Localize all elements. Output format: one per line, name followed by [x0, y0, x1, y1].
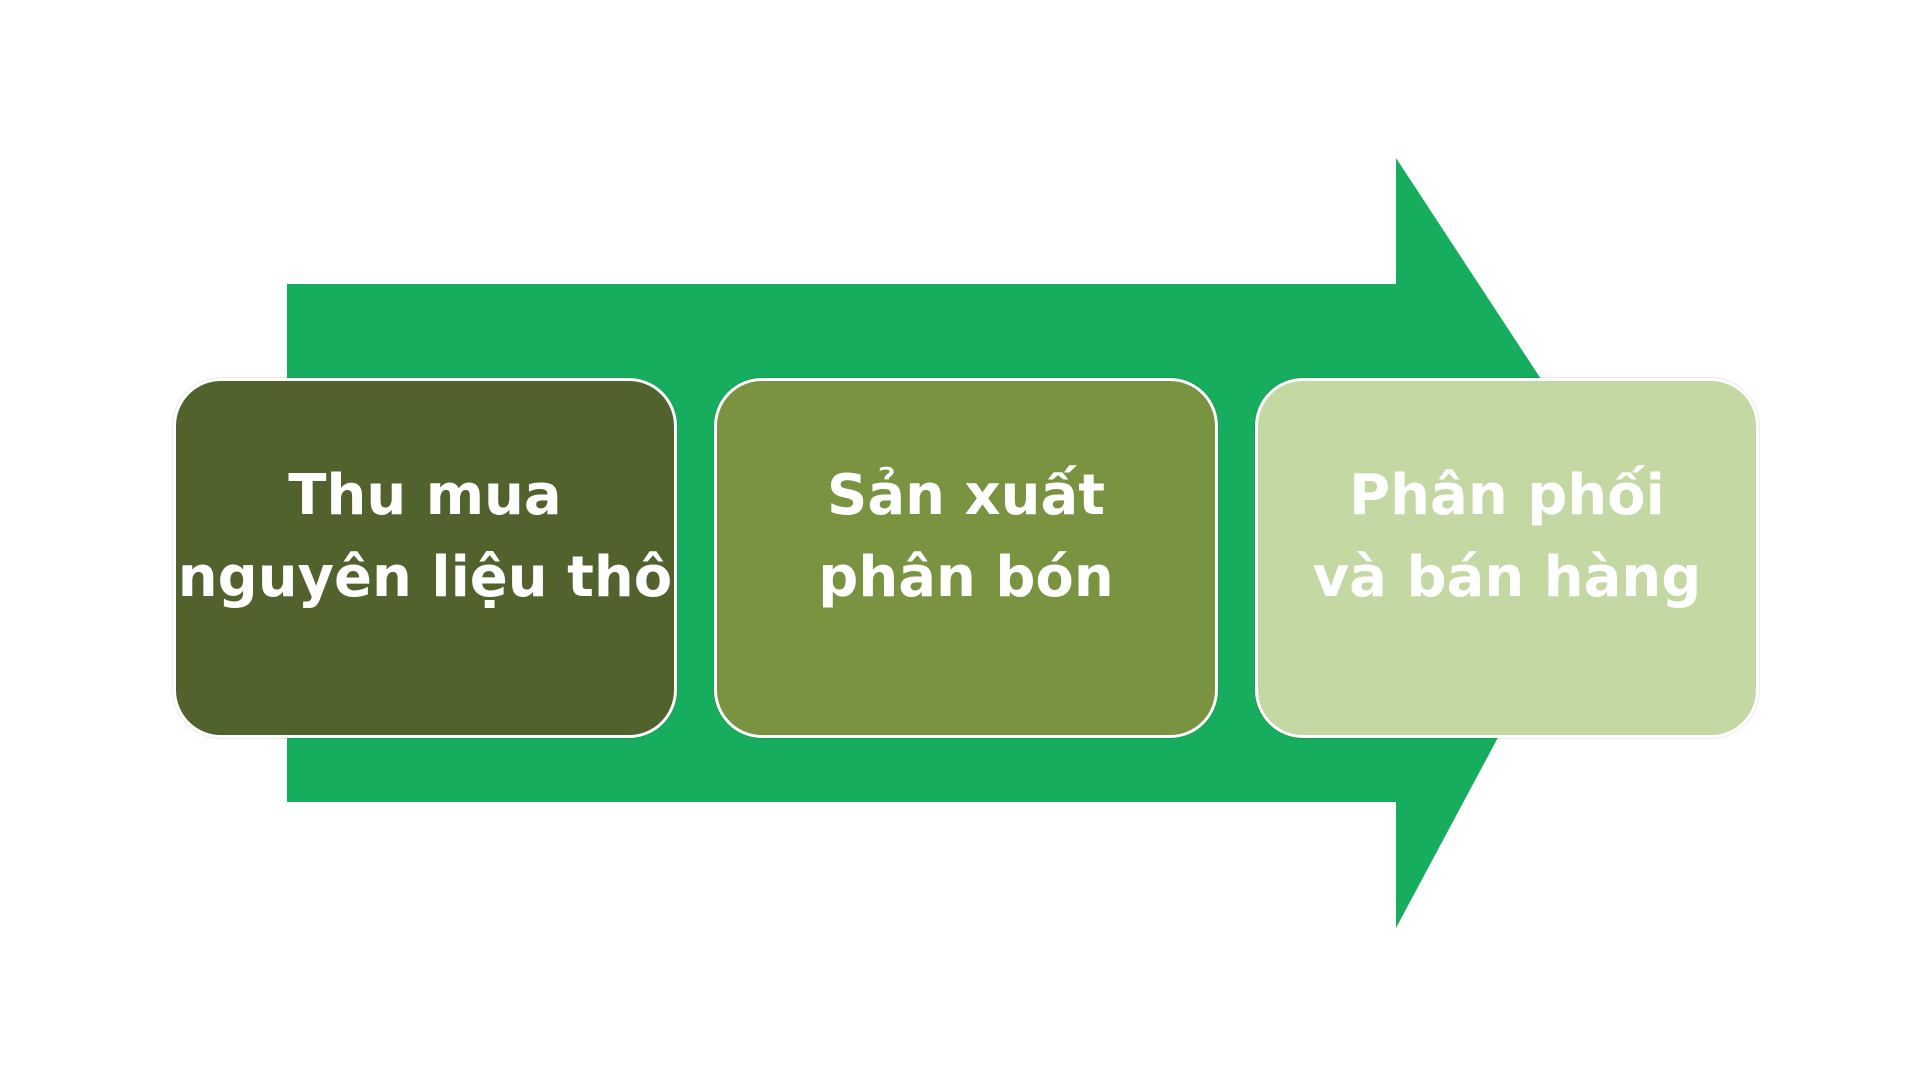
step-label-line-1: Sản xuất: [826, 463, 1106, 528]
step-label-line-1: Thu mua: [288, 463, 562, 528]
step-label-line-2: phân bón: [818, 545, 1114, 610]
step-label-line-2: nguyên liệu thô: [177, 545, 673, 610]
step-box-purchase: Thu mua nguyên liệu thô: [173, 378, 677, 738]
step-label-purchase: Thu mua nguyên liệu thô: [178, 455, 673, 619]
step-box-distribution: Phân phối và bán hàng: [1255, 378, 1759, 738]
step-box-production: Sản xuất phân bón: [714, 378, 1218, 738]
step-label-line-2: và bán hàng: [1312, 545, 1702, 610]
step-label-production: Sản xuất phân bón: [818, 455, 1114, 619]
step-label-line-1: Phân phối: [1349, 463, 1665, 528]
step-label-distribution: Phân phối và bán hàng: [1313, 455, 1702, 619]
